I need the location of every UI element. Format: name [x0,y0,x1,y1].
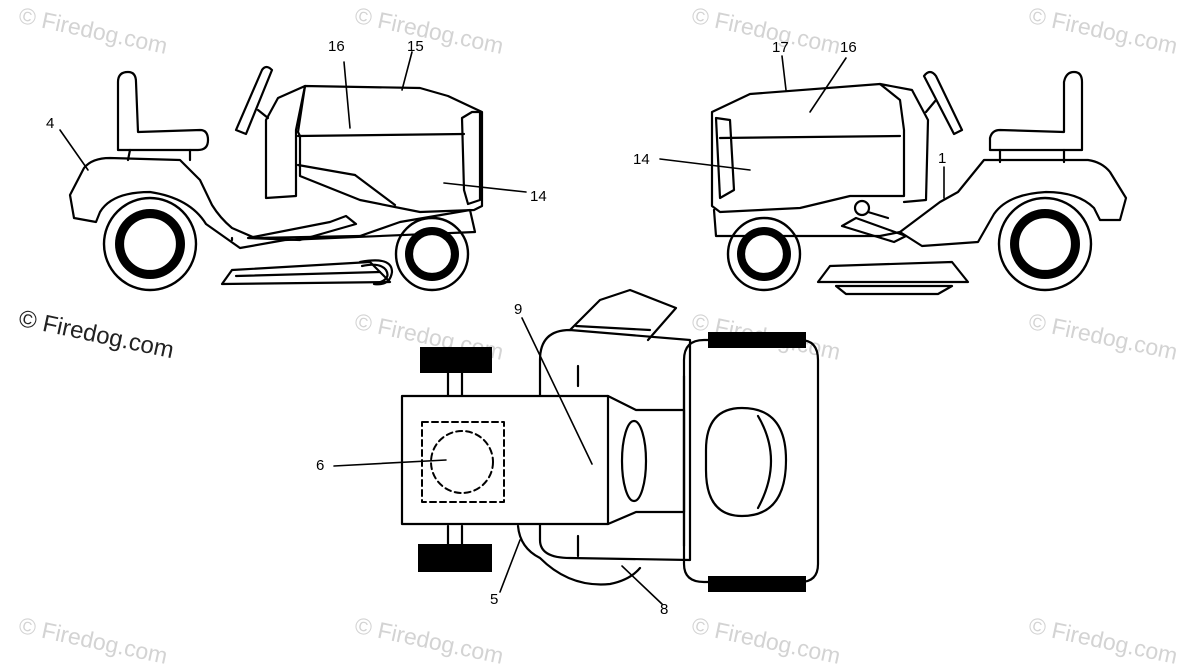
callout-5: 5 [490,591,498,608]
callout-4: 4 [46,115,54,132]
callout-16: 16 [328,38,345,55]
tractor-right-view [659,55,1128,296]
tractor-top-view [333,288,820,605]
callout-9: 9 [514,301,522,318]
callout-14: 14 [633,151,650,168]
callout-16: 16 [840,39,857,56]
callout-1: 1 [938,150,946,167]
callout-6: 6 [316,457,324,474]
tractor-left-view [59,51,527,292]
callout-8: 8 [660,601,668,618]
callout-15: 15 [407,38,424,55]
callout-17: 17 [772,39,789,56]
callout-14: 14 [530,188,547,205]
